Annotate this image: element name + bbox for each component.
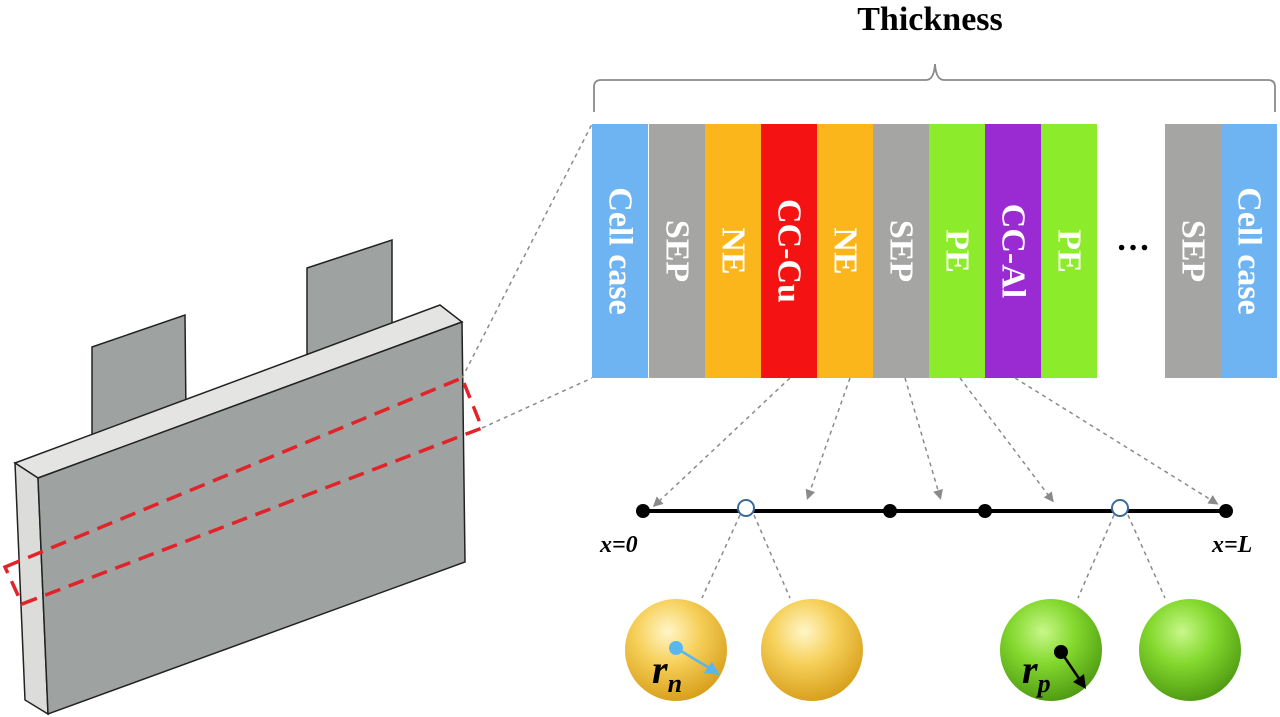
negative-particles (625, 599, 863, 701)
mapping-arrows (652, 377, 1219, 508)
layer-label-6: SEP (883, 220, 920, 282)
layer-label-2: SEP (659, 220, 696, 282)
radius-label-negative: rn (652, 647, 682, 698)
axis-probe-positive (1111, 499, 1129, 517)
particle-guides (701, 514, 1166, 599)
layer-label-7: PE (939, 229, 976, 272)
layer-label-9: PE (1051, 229, 1088, 272)
pouch-cell (2, 238, 485, 716)
axis-node-end (1219, 504, 1233, 518)
layer-7 (929, 124, 985, 378)
layer-9 (1041, 124, 1097, 378)
axis-node (978, 504, 992, 518)
thickness-axis (636, 499, 1233, 518)
negative-particle-sphere (761, 599, 863, 701)
positive-particles (1000, 599, 1241, 701)
layer-2 (649, 124, 705, 378)
layer-label-11: Cell case (1231, 187, 1268, 314)
thickness-brace (593, 63, 1276, 112)
radius-label-positive: rp (1022, 647, 1051, 698)
cross-section-highlight (2, 375, 485, 607)
layer-label-8: CC-Al (995, 204, 1032, 298)
layer-3 (705, 124, 761, 378)
layer-1 (592, 124, 648, 378)
layer-10 (1165, 124, 1221, 378)
layer-label-10: SEP (1175, 220, 1212, 282)
zoom-guides (461, 123, 593, 429)
radius-arrow-positive (1073, 674, 1086, 689)
layer-label-1: Cell case (602, 187, 639, 314)
axis-node (883, 504, 897, 518)
layer-11 (1221, 124, 1277, 378)
axis-end-label: x=L (1211, 532, 1252, 558)
axis-probe-negative (737, 499, 755, 517)
layer-ellipsis: … (1116, 221, 1150, 258)
layer-label-5: NE (827, 227, 864, 274)
radius-arrow-negative (704, 662, 720, 675)
layer-8 (985, 124, 1041, 378)
layer-6 (873, 124, 929, 378)
axis-start-label: x=0 (599, 532, 638, 558)
layer-5 (817, 124, 873, 378)
layer-stack: Cell case SEP NE CC-Cu NE SEP PE CC-Al PE SEP Cell… (592, 124, 1277, 378)
layer-label-4: CC-Cu (771, 199, 808, 303)
positive-particle-sphere (1000, 599, 1102, 701)
positive-particle-sphere (1139, 599, 1241, 701)
layer-4 (761, 124, 817, 378)
layer-label-3: NE (715, 227, 752, 274)
axis-node-start (636, 504, 650, 518)
thickness-title: Thickness (857, 1, 1003, 38)
